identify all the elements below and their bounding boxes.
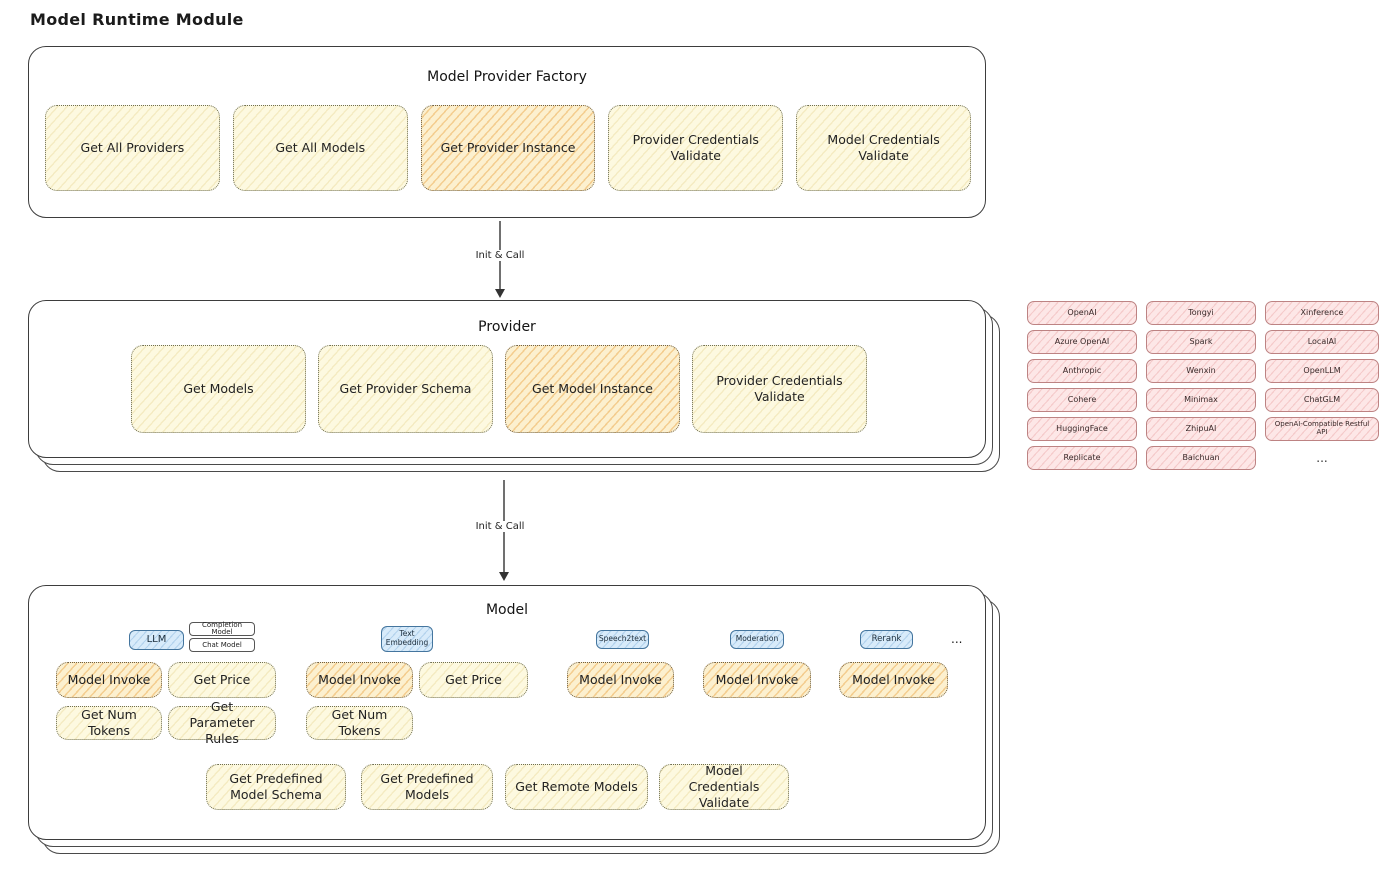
model-box-moderation-model-invoke: Model Invoke: [703, 662, 811, 698]
factory-box-get-provider-instance: Get Provider Instance: [420, 105, 596, 191]
provider-chip-spark: Spark: [1146, 330, 1256, 354]
factory-panel-title: Model Provider Factory: [427, 69, 587, 85]
factory-panel: Model Provider Factory Get All Providers…: [28, 46, 986, 218]
provider-chip-huggingface: HuggingFace: [1027, 417, 1137, 441]
provider-chip-chatglm: ChatGLM: [1265, 388, 1379, 412]
provider-panel-title: Provider: [478, 319, 536, 335]
provider-box-get-models: Get Models: [131, 345, 306, 433]
provider-chip-localai: LocalAI: [1265, 330, 1379, 354]
provider-method-row: Get Models Get Provider Schema Get Model…: [131, 345, 867, 433]
provider-chip-xinference: Xinference: [1265, 301, 1379, 325]
provider-chip-tongyi: Tongyi: [1146, 301, 1256, 325]
factory-box-provider-credentials-validate: Provider Credentials Validate: [608, 105, 784, 191]
model-box-rerank-model-invoke: Model Invoke: [839, 662, 948, 698]
model-type-chip-rerank: Rerank: [860, 630, 913, 649]
model-box-llm-get-price: Get Price: [168, 662, 276, 698]
provider-box-get-model-instance: Get Model Instance: [505, 345, 680, 433]
model-box-llm-get-num-tokens: Get Num Tokens: [56, 706, 162, 740]
factory-method-row: Get All Providers Get All Models Get Pro…: [45, 105, 971, 191]
factory-box-get-all-providers: Get All Providers: [45, 105, 220, 191]
model-box-speech2text-model-invoke: Model Invoke: [567, 662, 674, 698]
provider-chip-azure-openai: Azure OpenAI: [1027, 330, 1137, 354]
providers-grid: OpenAI Tongyi Xinference Azure OpenAI Sp…: [1027, 301, 1382, 470]
provider-chip-minimax: Minimax: [1146, 388, 1256, 412]
model-type-chip-moderation: Moderation: [730, 630, 784, 649]
model-box-embedding-model-invoke: Model Invoke: [306, 662, 413, 698]
model-box-get-remote-models: Get Remote Models: [505, 764, 648, 810]
provider-chip-openai-compatible: OpenAI-Compatible Restful API: [1265, 417, 1379, 441]
model-type-chip-speech2text: Speech2text: [596, 630, 649, 649]
model-type-chip-llm: LLM: [129, 630, 184, 650]
diagram-title: Model Runtime Module: [30, 10, 244, 29]
provider-panel: Provider Get Models Get Provider Schema …: [28, 300, 986, 458]
provider-chip-anthropic: Anthropic: [1027, 359, 1137, 383]
provider-chip-zhipuai: ZhipuAI: [1146, 417, 1256, 441]
model-box-embedding-get-num-tokens: Get Num Tokens: [306, 706, 413, 740]
arrow-label-init-call-1: Init & Call: [472, 250, 528, 261]
model-subtype-chat-model: Chat Model: [189, 638, 255, 652]
model-box-llm-model-invoke: Model Invoke: [56, 662, 162, 698]
provider-chip-openllm: OpenLLM: [1265, 359, 1379, 383]
provider-chip-cohere: Cohere: [1027, 388, 1137, 412]
model-subtype-completion-model: Completion Model: [189, 622, 255, 636]
model-box-embedding-get-price: Get Price: [419, 662, 528, 698]
factory-box-get-all-models: Get All Models: [232, 105, 408, 191]
model-panel-title: Model: [485, 602, 529, 618]
provider-box-provider-credentials-validate: Provider Credentials Validate: [692, 345, 867, 433]
model-box-model-credentials-validate: Model Credentials Validate: [659, 763, 789, 810]
provider-chip-wenxin: Wenxin: [1146, 359, 1256, 383]
model-panel: Model LLM Completion Model Chat Model Te…: [28, 585, 986, 840]
provider-chip-replicate: Replicate: [1027, 446, 1137, 470]
model-box-get-predefined-models: Get Predefined Models: [361, 764, 493, 810]
model-type-chip-text-embedding: Text Embedding: [381, 626, 433, 652]
model-box-get-predefined-model-schema: Get Predefined Model Schema: [206, 764, 346, 810]
providers-grid-ellipsis: ...: [1316, 451, 1328, 465]
provider-box-get-provider-schema: Get Provider Schema: [318, 345, 493, 433]
provider-chip-openai: OpenAI: [1027, 301, 1137, 325]
provider-chip-baichuan: Baichuan: [1146, 446, 1256, 470]
model-box-get-parameter-rules: Get Parameter Rules: [168, 699, 276, 746]
arrow-label-init-call-2: Init & Call: [472, 521, 528, 532]
factory-box-model-credentials-validate: Model Credentials Validate: [796, 105, 971, 191]
model-types-ellipsis: ...: [951, 632, 963, 646]
